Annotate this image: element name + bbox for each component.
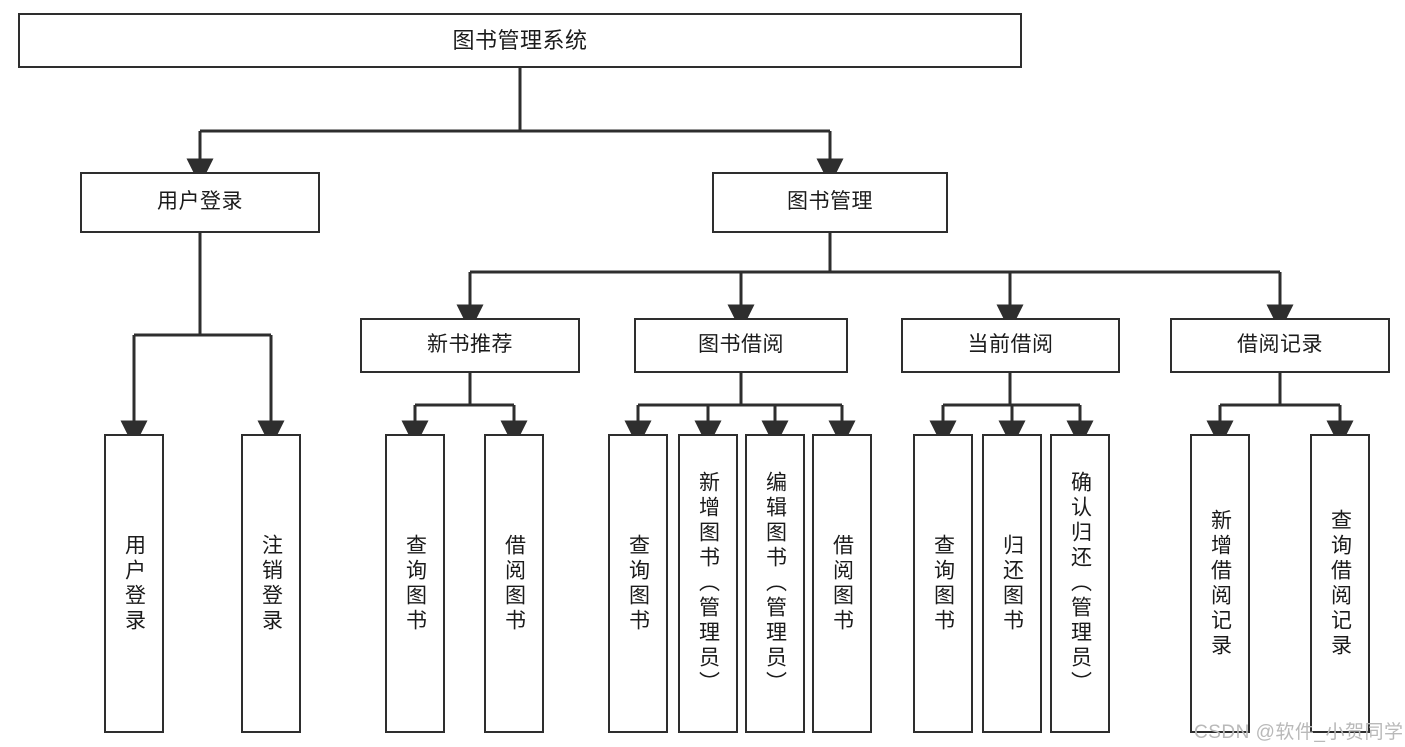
node-label: 归还图书 xyxy=(1000,533,1024,634)
node-label: 新增图书（管理员） xyxy=(696,471,720,696)
node-label: 图书管理 xyxy=(787,190,873,214)
node-label: 查询图书 xyxy=(931,533,955,634)
leaf-node[interactable]: 借阅图书 xyxy=(812,434,872,733)
branch-node[interactable]: 用户登录 xyxy=(80,172,320,233)
root-node[interactable]: 图书管理系统 xyxy=(18,13,1022,68)
leaf-node[interactable]: 用户登录 xyxy=(104,434,164,733)
node-label: 借阅记录 xyxy=(1237,333,1323,357)
node-label: 编辑图书（管理员） xyxy=(763,471,787,696)
leaf-node[interactable]: 查询图书 xyxy=(913,434,973,733)
node-label: 查询图书 xyxy=(626,533,650,634)
node-label: 新增借阅记录 xyxy=(1208,508,1232,659)
branch-node[interactable]: 图书管理 xyxy=(712,172,948,233)
node-label: 用户登录 xyxy=(157,190,243,214)
node-label: 图书管理系统 xyxy=(452,27,588,53)
leaf-node[interactable]: 借阅图书 xyxy=(484,434,544,733)
branch-node[interactable]: 当前借阅 xyxy=(901,318,1120,373)
leaf-node[interactable]: 归还图书 xyxy=(982,434,1042,733)
node-label: 确认归还（管理员） xyxy=(1068,471,1092,696)
node-label: 借阅图书 xyxy=(502,533,526,634)
leaf-node[interactable]: 新增图书（管理员） xyxy=(678,434,738,733)
leaf-node[interactable]: 查询图书 xyxy=(608,434,668,733)
node-label: 新书推荐 xyxy=(427,333,513,357)
leaf-node[interactable]: 确认归还（管理员） xyxy=(1050,434,1110,733)
node-label: 图书借阅 xyxy=(698,333,784,357)
branch-node[interactable]: 图书借阅 xyxy=(634,318,848,373)
leaf-node[interactable]: 查询图书 xyxy=(385,434,445,733)
node-label: 注销登录 xyxy=(259,533,283,634)
leaf-node[interactable]: 编辑图书（管理员） xyxy=(745,434,805,733)
leaf-node[interactable]: 新增借阅记录 xyxy=(1190,434,1250,733)
leaf-node[interactable]: 查询借阅记录 xyxy=(1310,434,1370,733)
csdn-watermark: CSDN @软件_小贺同学 xyxy=(1194,722,1404,743)
branch-node[interactable]: 借阅记录 xyxy=(1170,318,1390,373)
node-label: 查询图书 xyxy=(403,533,427,634)
node-label: 用户登录 xyxy=(122,533,146,634)
node-label: 查询借阅记录 xyxy=(1328,508,1352,659)
node-label: 借阅图书 xyxy=(830,533,854,634)
leaf-node[interactable]: 注销登录 xyxy=(241,434,301,733)
branch-node[interactable]: 新书推荐 xyxy=(360,318,580,373)
node-label: 当前借阅 xyxy=(967,333,1054,357)
